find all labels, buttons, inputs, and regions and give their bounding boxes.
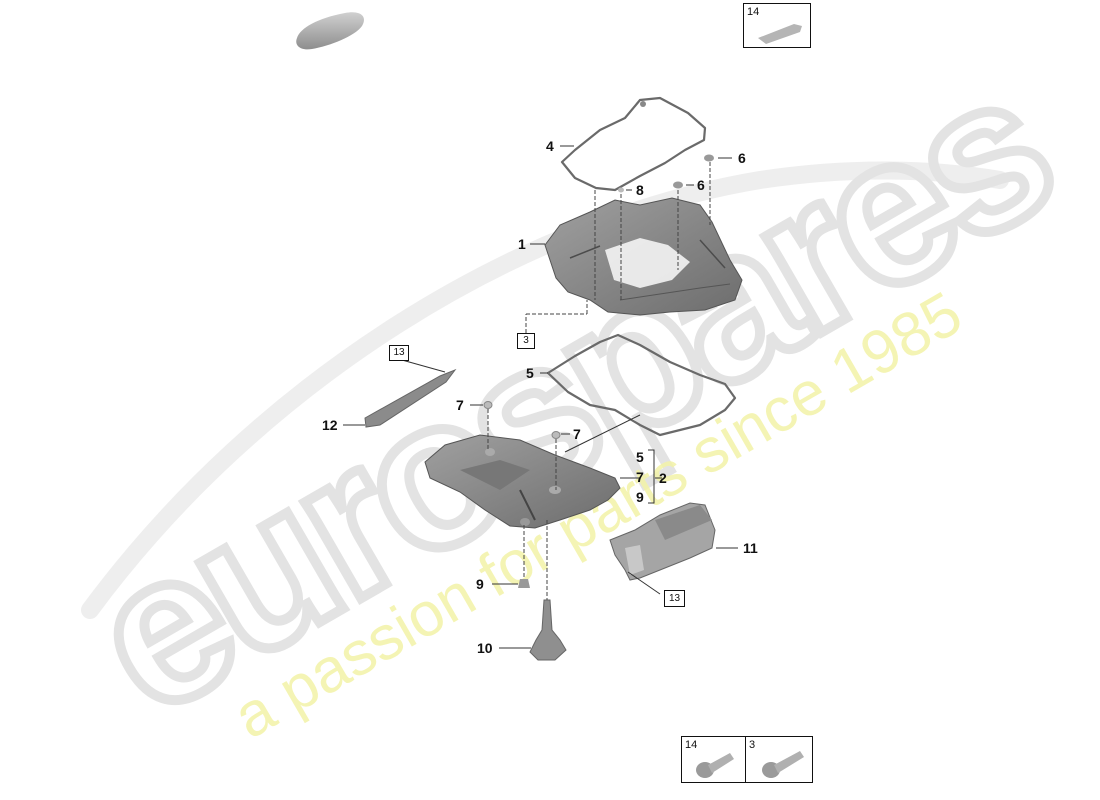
seal-7-left	[483, 401, 493, 409]
oil-level-sensor-part	[529, 599, 567, 661]
kit-box-14-sealant[interactable]: 14	[743, 3, 811, 48]
sealant-tube-icon	[758, 24, 802, 44]
callout-8[interactable]: 8	[636, 182, 644, 198]
bolt-icon	[762, 751, 804, 778]
ref-box-13-upper[interactable]: 13	[389, 345, 409, 361]
leader-lines	[343, 145, 738, 649]
callout-5[interactable]: 5	[526, 365, 534, 381]
kit-box-14-bolt[interactable]: 14	[681, 736, 747, 783]
group-bracket	[648, 449, 655, 504]
callout-1[interactable]: 1	[518, 236, 526, 252]
lower-oil-pan-part	[424, 434, 621, 529]
drain-plug-part	[518, 579, 530, 588]
callout-6-upper[interactable]: 6	[738, 150, 746, 166]
bracket-item-5[interactable]: 5	[636, 449, 644, 465]
bolt-icon	[696, 753, 734, 778]
plug-6-upper	[704, 154, 714, 162]
lower-gasket-part	[546, 333, 737, 437]
callout-11[interactable]: 11	[743, 540, 758, 556]
callout-7-left[interactable]: 7	[456, 397, 464, 413]
plug-6-lower	[673, 181, 683, 189]
kit-label-14-bolt: 14	[685, 739, 698, 751]
ref-box-3[interactable]: 3	[517, 333, 535, 349]
callout-6-lower[interactable]: 6	[697, 177, 705, 193]
callout-7-right[interactable]: 7	[573, 426, 581, 442]
callout-12[interactable]: 12	[322, 417, 338, 433]
car-silhouette-icon	[296, 12, 365, 50]
kit-label-3-bolt: 3	[749, 739, 756, 751]
seal-7-right	[551, 431, 561, 439]
kit-box-3-bolt[interactable]: 3	[745, 736, 813, 783]
shield-part	[609, 502, 716, 581]
callout-9[interactable]: 9	[476, 576, 484, 592]
callout-10[interactable]: 10	[477, 640, 493, 656]
callout-2[interactable]: 2	[659, 470, 667, 486]
callout-4[interactable]: 4	[546, 138, 554, 154]
strip-part	[364, 368, 457, 428]
upper-gasket-part	[560, 96, 707, 192]
upper-oil-pan-part	[544, 197, 743, 316]
ref-box-13-lower[interactable]: 13	[664, 590, 685, 607]
kit-label-14: 14	[747, 6, 760, 18]
bracket-item-7[interactable]: 7	[636, 469, 644, 485]
dash-lines	[487, 162, 711, 600]
plug-8	[618, 187, 624, 193]
bracket-item-9[interactable]: 9	[636, 489, 644, 505]
